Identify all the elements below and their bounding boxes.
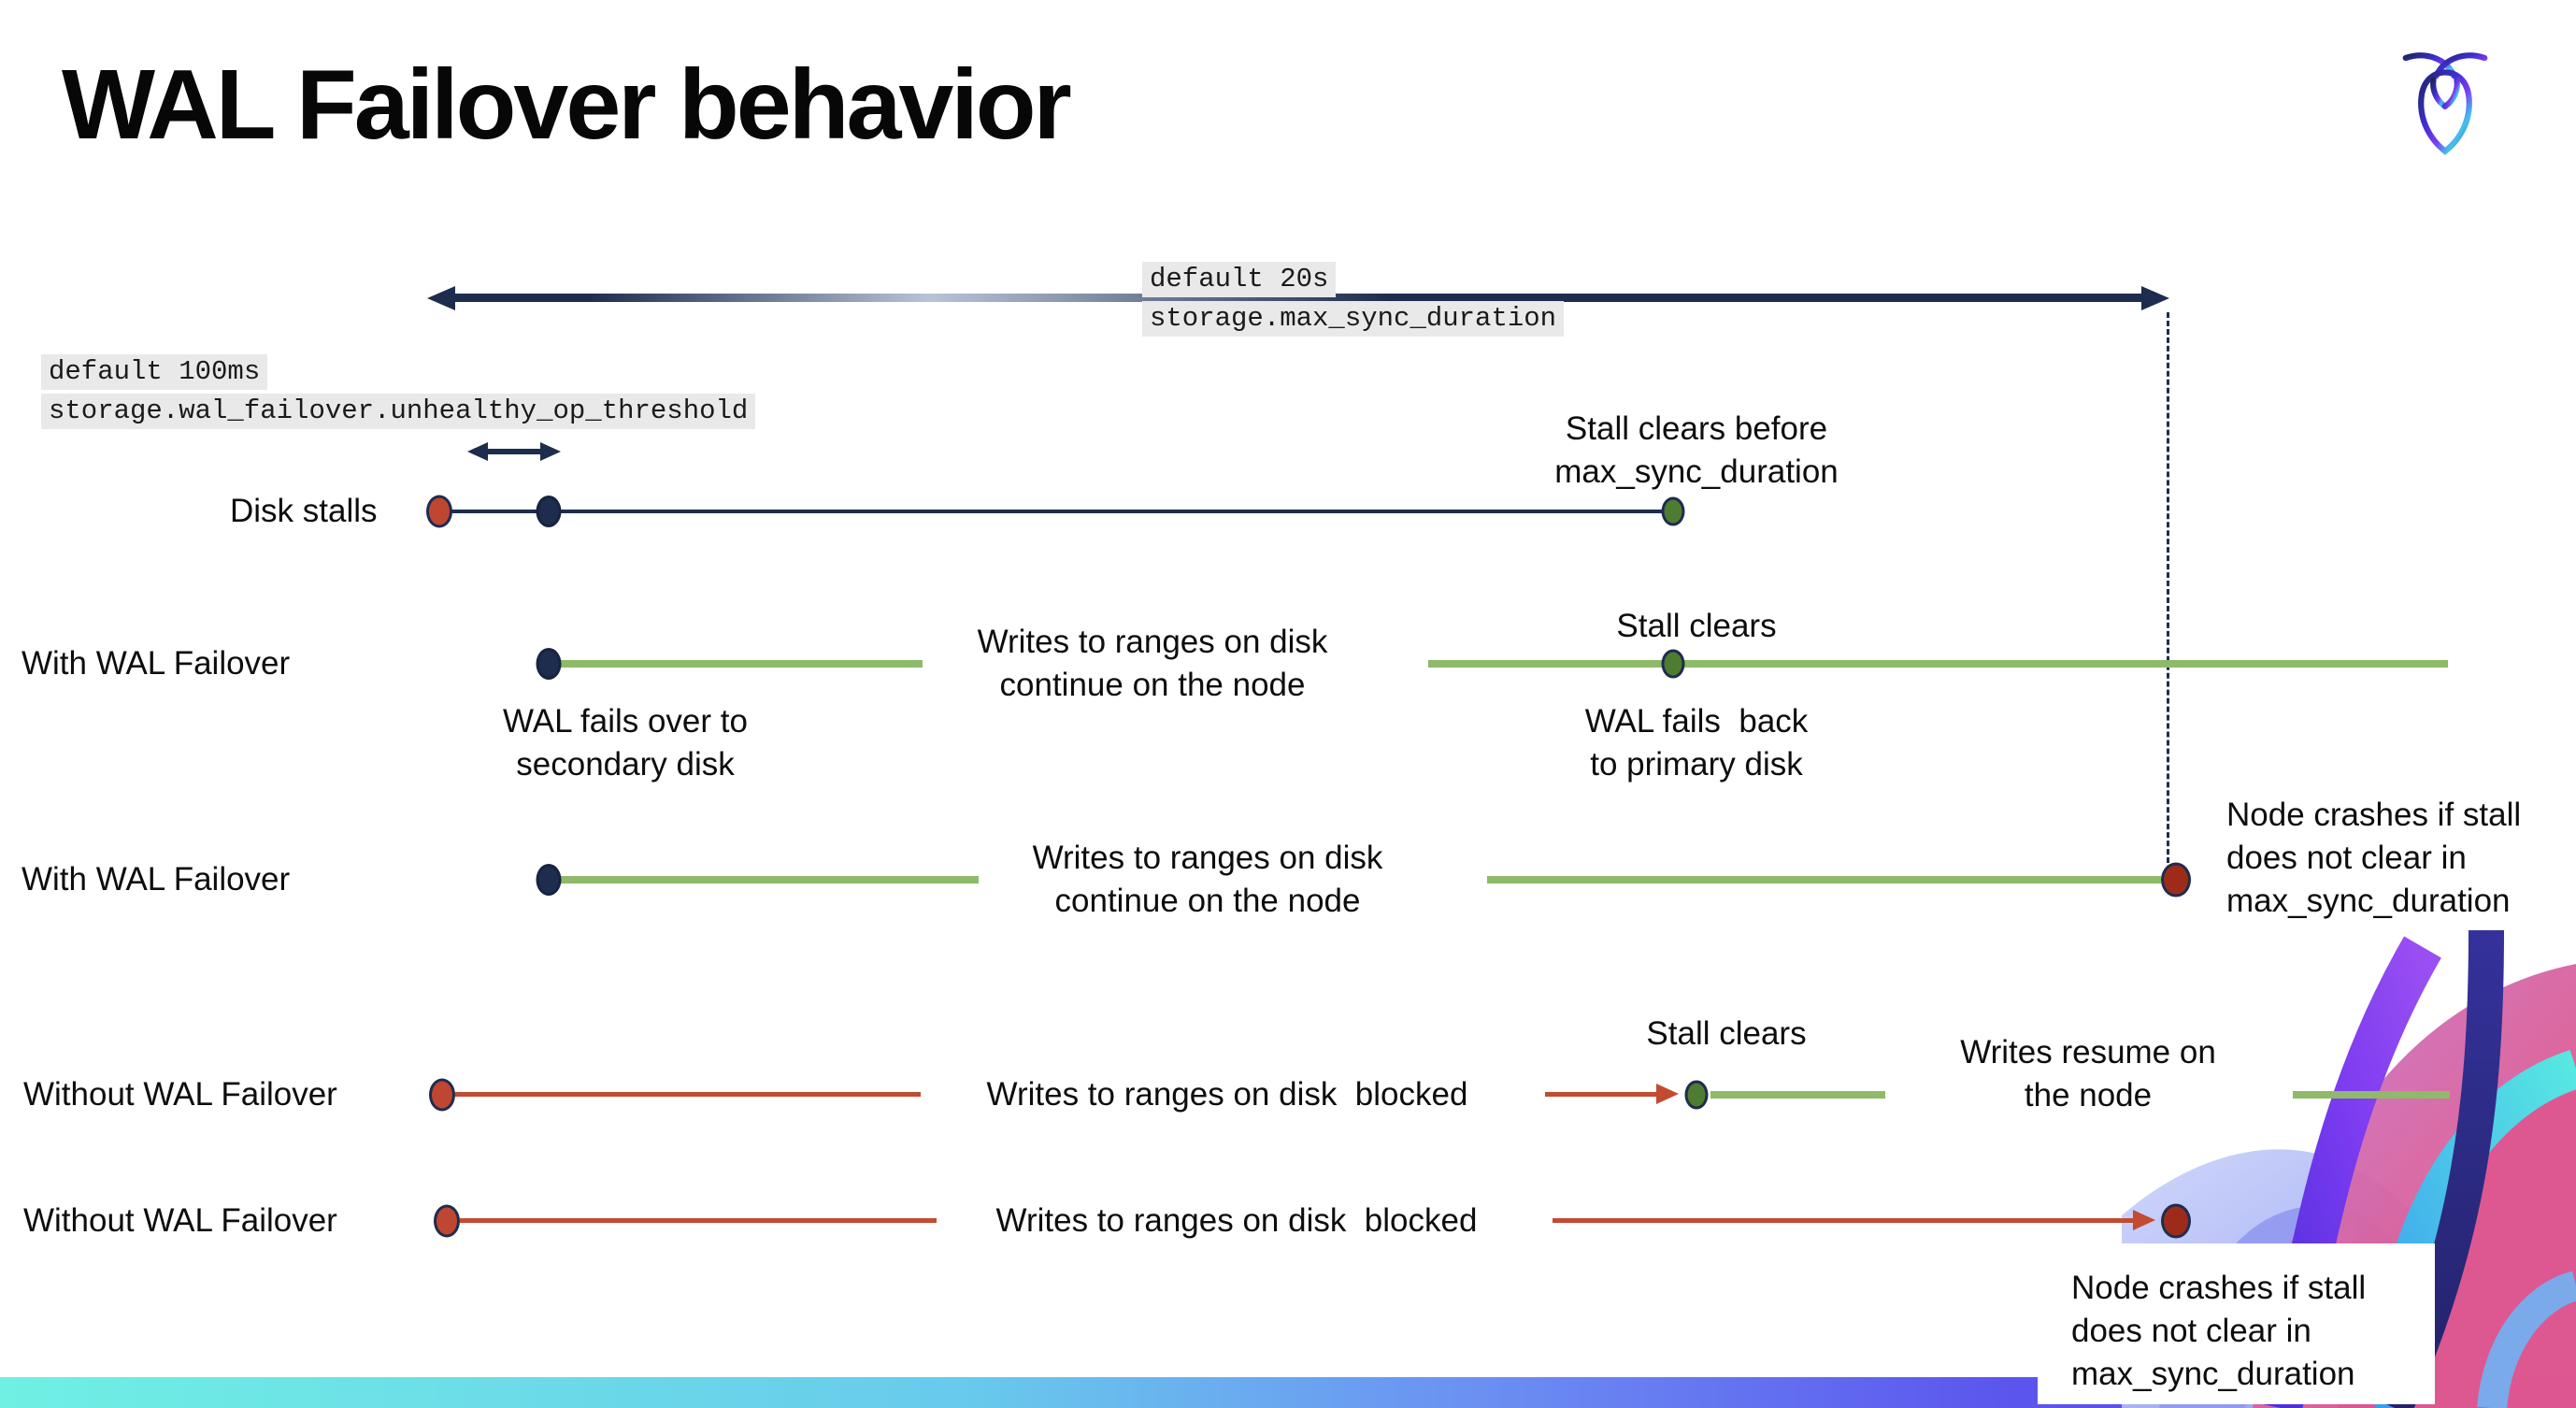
stall-clears-dot [1684, 1080, 1709, 1110]
threshold-setting-label: storage.wal_failover.unhealthy_op_thresh… [41, 394, 756, 429]
max-sync-deadline-dashed-line [2167, 312, 2169, 880]
writes-resume-line1: Writes resume on [1960, 1034, 2216, 1070]
writes-blocked-line [1553, 1218, 2140, 1223]
node-crashes-line3: max_sync_duration [2226, 883, 2511, 919]
disk-stalls-timeline [439, 510, 1673, 513]
max-sync-setting-label: storage.max_sync_duration [1142, 301, 1565, 337]
node-crash-dot [2161, 1203, 2191, 1239]
node-crashes-callout-box [2038, 1243, 2435, 1404]
blocked-arrow-head [2133, 1210, 2155, 1230]
stall-clears-before-line2: max_sync_duration [1554, 453, 1839, 490]
failover-dot [536, 648, 562, 680]
writes-blocked-line [1545, 1092, 1664, 1097]
disk-stall-start-dot [429, 1078, 455, 1112]
writes-continue-line [1428, 660, 2448, 668]
node-crashes-line1: Node crashes if stall [2071, 1270, 2367, 1306]
writes-blocked-line [460, 1218, 937, 1223]
arrow-right-head [2141, 286, 2169, 310]
writes-continue-line [1487, 876, 2161, 884]
row-label-disk-stalls: Disk stalls [230, 493, 378, 529]
cockroachdb-logo-icon [2402, 52, 2488, 155]
writes-resume-line [2293, 1091, 2450, 1099]
row-label-with-wal-failover-1: With WAL Failover [21, 645, 291, 682]
wal-fails-back-line2: to primary disk [1590, 746, 1803, 783]
arrow-left-head [427, 286, 455, 310]
writes-continue-line1: Writes to ranges on disk [977, 624, 1328, 660]
node-crash-dot [2161, 862, 2191, 898]
threshold-arrow-left-head [467, 442, 488, 461]
max-sync-duration-arrow [452, 294, 2157, 302]
wal-fails-back-line1: WAL fails back [1584, 703, 1809, 740]
disk-stall-start-dot [426, 495, 452, 528]
disk-stall-start-dot [434, 1204, 460, 1238]
node-crashes-line1: Node crashes if stall [2226, 797, 2522, 833]
threshold-arrow-right-head [540, 442, 561, 461]
max-sync-default-label: default 20s [1142, 262, 1337, 297]
row-label-with-wal-failover-2: With WAL Failover [21, 861, 291, 898]
stall-clears-label: Stall clears [1646, 1015, 1807, 1052]
node-crashes-line3: max_sync_duration [2071, 1356, 2355, 1392]
writes-continue-line [561, 876, 979, 884]
failover-dot [536, 864, 562, 896]
writes-continue-line1: Writes to ranges on disk [1032, 840, 1383, 876]
stall-clears-before-line1: Stall clears before [1565, 410, 1828, 447]
wal-fails-over-line2: secondary disk [516, 746, 735, 783]
row-label-without-wal-failover-1: Without WAL Failover [23, 1076, 337, 1113]
writes-continue-line [561, 660, 923, 668]
wal-fails-over-line1: WAL fails over to [503, 703, 748, 740]
stall-clears-dot [1661, 649, 1685, 679]
threshold-default-label: default 100ms [41, 354, 268, 390]
writes-blocked-label: Writes to ranges on disk blocked [986, 1076, 1468, 1113]
threshold-arrow [486, 449, 542, 454]
blocked-arrow-head [1656, 1084, 1679, 1104]
writes-blocked-line [455, 1092, 921, 1097]
row-label-without-wal-failover-2: Without WAL Failover [23, 1202, 337, 1239]
writes-continue-line2: continue on the node [1054, 883, 1361, 919]
writes-resume-line [1710, 1091, 1885, 1099]
stall-clears-label: Stall clears [1616, 608, 1777, 644]
writes-blocked-label: Writes to ranges on disk blocked [995, 1202, 1478, 1239]
stall-clears-dot [1661, 496, 1685, 526]
writes-continue-line2: continue on the node [999, 667, 1306, 703]
node-crashes-line2: does not clear in [2226, 840, 2467, 876]
failover-trigger-dot [536, 496, 562, 527]
node-crashes-line2: does not clear in [2071, 1313, 2311, 1349]
writes-resume-line2: the node [2024, 1077, 2153, 1113]
page-title: WAL Failover behavior [62, 50, 1072, 160]
